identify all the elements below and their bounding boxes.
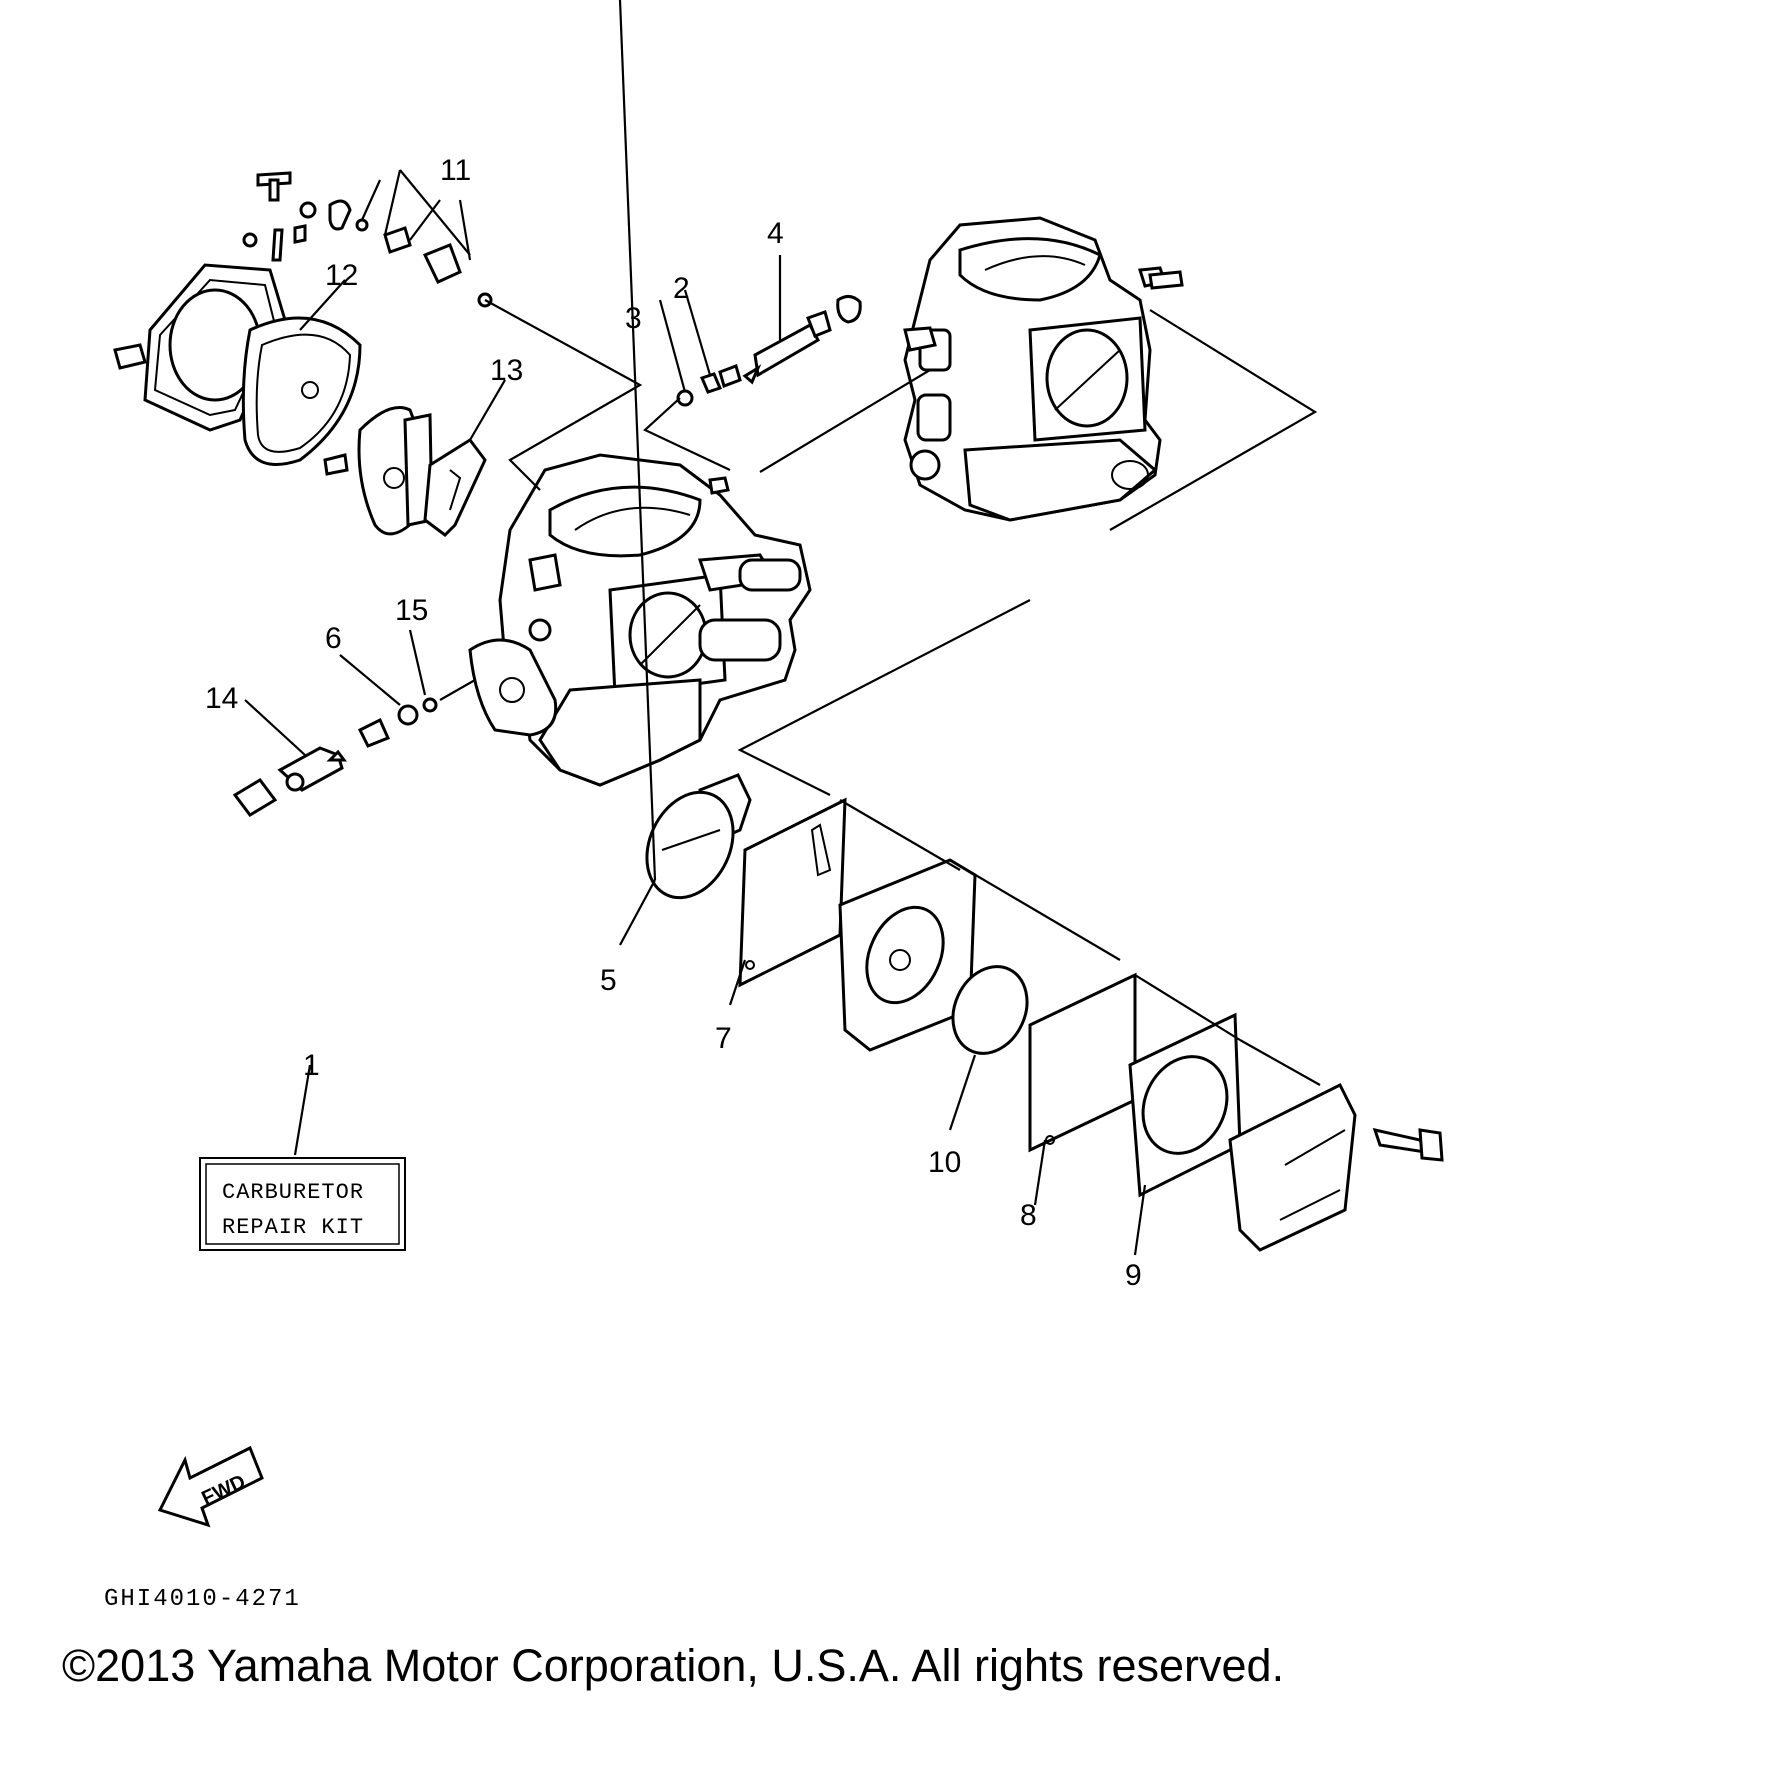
callout-10: 10 [928, 1146, 961, 1179]
callout-8: 8 [1020, 1199, 1037, 1232]
fwd-direction-arrow: FWD [157, 1445, 264, 1528]
pump-cover-assembly [113, 171, 493, 537]
assembly-lines [244, 0, 1321, 1256]
callout-14: 14 [205, 682, 238, 715]
callout-13: 13 [490, 354, 523, 387]
repair-kit-line1: CARBURETOR [222, 1180, 364, 1205]
callout-7: 7 [715, 1022, 732, 1055]
callout-4: 4 [767, 217, 784, 250]
callout-1: 1 [303, 1049, 320, 1082]
carburetor-body-rear [903, 216, 1184, 522]
lower-pump-assembly [645, 773, 1444, 1252]
callout-labels: 1 2 3 4 5 6 7 8 9 10 11 12 13 14 15 [205, 154, 1142, 1292]
carburetor-body-front [468, 453, 812, 787]
callout-2: 2 [673, 272, 690, 305]
callout-12: 12 [325, 259, 358, 292]
callout-6: 6 [325, 622, 342, 655]
diagram-code: GHI4010-4271 [104, 1586, 301, 1613]
pilot-screw-parts [232, 697, 438, 817]
callout-15: 15 [395, 594, 428, 627]
callout-11: 11 [440, 154, 471, 187]
needle-parts-upper [676, 295, 862, 407]
callout-3: 3 [625, 302, 642, 335]
callout-5: 5 [600, 964, 617, 997]
repair-kit-label: CARBURETOR REPAIR KIT [199, 1157, 406, 1251]
callout-9: 9 [1125, 1259, 1142, 1292]
copyright-notice: ©2013 Yamaha Motor Corporation, U.S.A. A… [62, 1640, 1285, 1691]
repair-kit-line2: REPAIR KIT [222, 1215, 364, 1240]
